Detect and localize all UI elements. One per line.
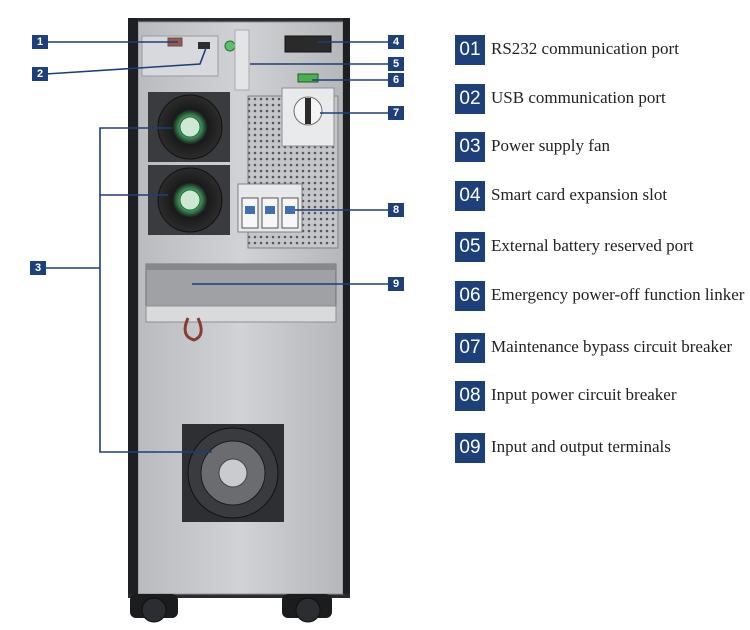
legend-label: RS232 communication port [491,39,679,58]
callout-2: 2 [32,67,48,81]
legend-badge: 02 [455,84,485,114]
epo-terminal [297,73,319,83]
callout-7: 7 [388,106,404,120]
fan-icon [182,424,284,522]
legend-badge: 05 [455,232,485,262]
legend-badge: 03 [455,132,485,162]
callout-8: 8 [388,203,404,217]
usb-port [198,42,210,49]
legend-badge: 04 [455,181,485,211]
status-led [224,40,236,52]
callout-6: 6 [388,73,404,87]
legend-badge: 07 [455,333,485,363]
legend-label: Input power circuit breaker [491,385,677,404]
legend-badge: 06 [455,281,485,311]
legend-label: External battery reserved port [491,236,694,255]
legend-label: Maintenance bypass circuit breaker [491,337,733,356]
fan-icon [148,165,230,235]
leader-line-3a [99,127,172,268]
circuit-breaker-icon [237,183,303,233]
leader-lines [44,41,388,453]
caster-wheel-icon [282,594,332,623]
callout-3: 3 [30,261,46,275]
legend-label: Input and output terminals [491,437,671,456]
fan-icon [148,92,230,162]
callout-1: 1 [32,35,48,49]
legend-badge: 08 [455,381,485,411]
legend-label: Emergency power-off function linker [491,285,745,304]
callout-4: 4 [388,35,404,49]
caster-wheel-icon [130,594,178,623]
smart-card-slot [284,35,332,53]
terminal-cover [145,263,337,342]
legend-label: USB communication port [491,88,666,107]
leader-line-2 [45,47,207,75]
callout-5: 5 [388,57,404,71]
legend-badge: 09 [455,433,485,463]
legend-label: Smart card expansion slot [491,185,668,204]
rotary-switch-icon [281,87,335,147]
legend-label: Power supply fan [491,136,610,155]
callout-9: 9 [388,277,404,291]
legend-badge: 01 [455,35,485,65]
leader-line-3c [99,268,212,453]
